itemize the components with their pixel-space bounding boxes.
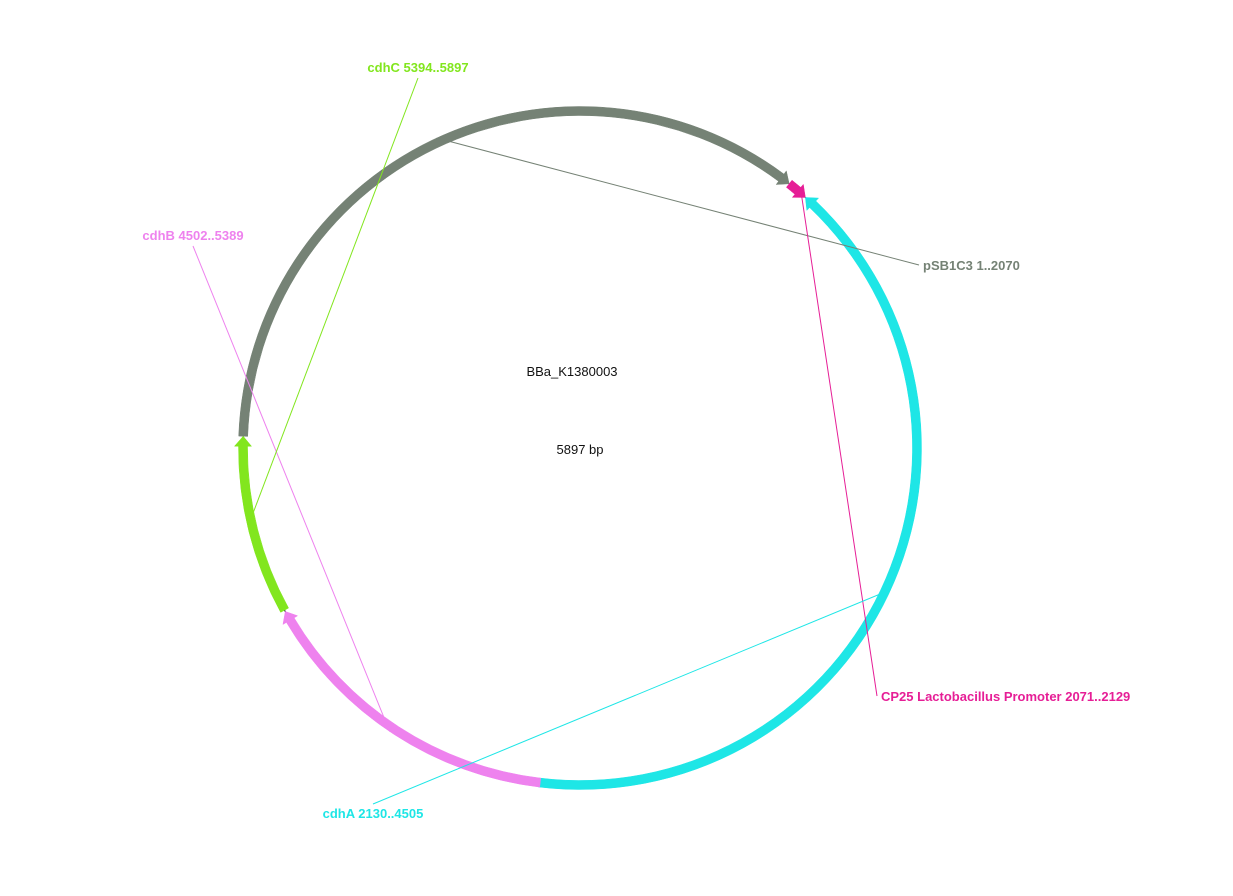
- feature-arc-cdhB[interactable]: [282, 611, 542, 788]
- feature-arc-cdhA[interactable]: [537, 197, 922, 790]
- plasmid-size: 5897 bp: [557, 442, 604, 457]
- leader-line-cdhC: [247, 77, 419, 528]
- label-cdhC[interactable]: cdhC 5394..5897: [367, 60, 468, 75]
- label-CP25[interactable]: CP25 Lactobacillus Promoter 2071..2129: [881, 689, 1130, 704]
- label-cdhB[interactable]: cdhB 4502..5389: [142, 228, 243, 243]
- leader-line-cdhA: [372, 589, 891, 805]
- feature-arcs: [233, 106, 922, 790]
- feature-arc-pSB1C3[interactable]: [238, 106, 790, 437]
- leader-line-cdhB: [192, 245, 391, 732]
- feature-leader-lines: [192, 77, 920, 805]
- plasmid-name: BBa_K1380003: [526, 364, 617, 379]
- feature-arc-CP25[interactable]: [786, 179, 806, 198]
- leader-line-pSB1C3: [436, 137, 920, 266]
- leader-line-CP25: [799, 186, 878, 697]
- label-pSB1C3[interactable]: pSB1C3 1..2070: [923, 258, 1020, 273]
- label-cdhA[interactable]: cdhA 2130..4505: [323, 806, 424, 821]
- feature-arc-cdhC[interactable]: [233, 435, 289, 613]
